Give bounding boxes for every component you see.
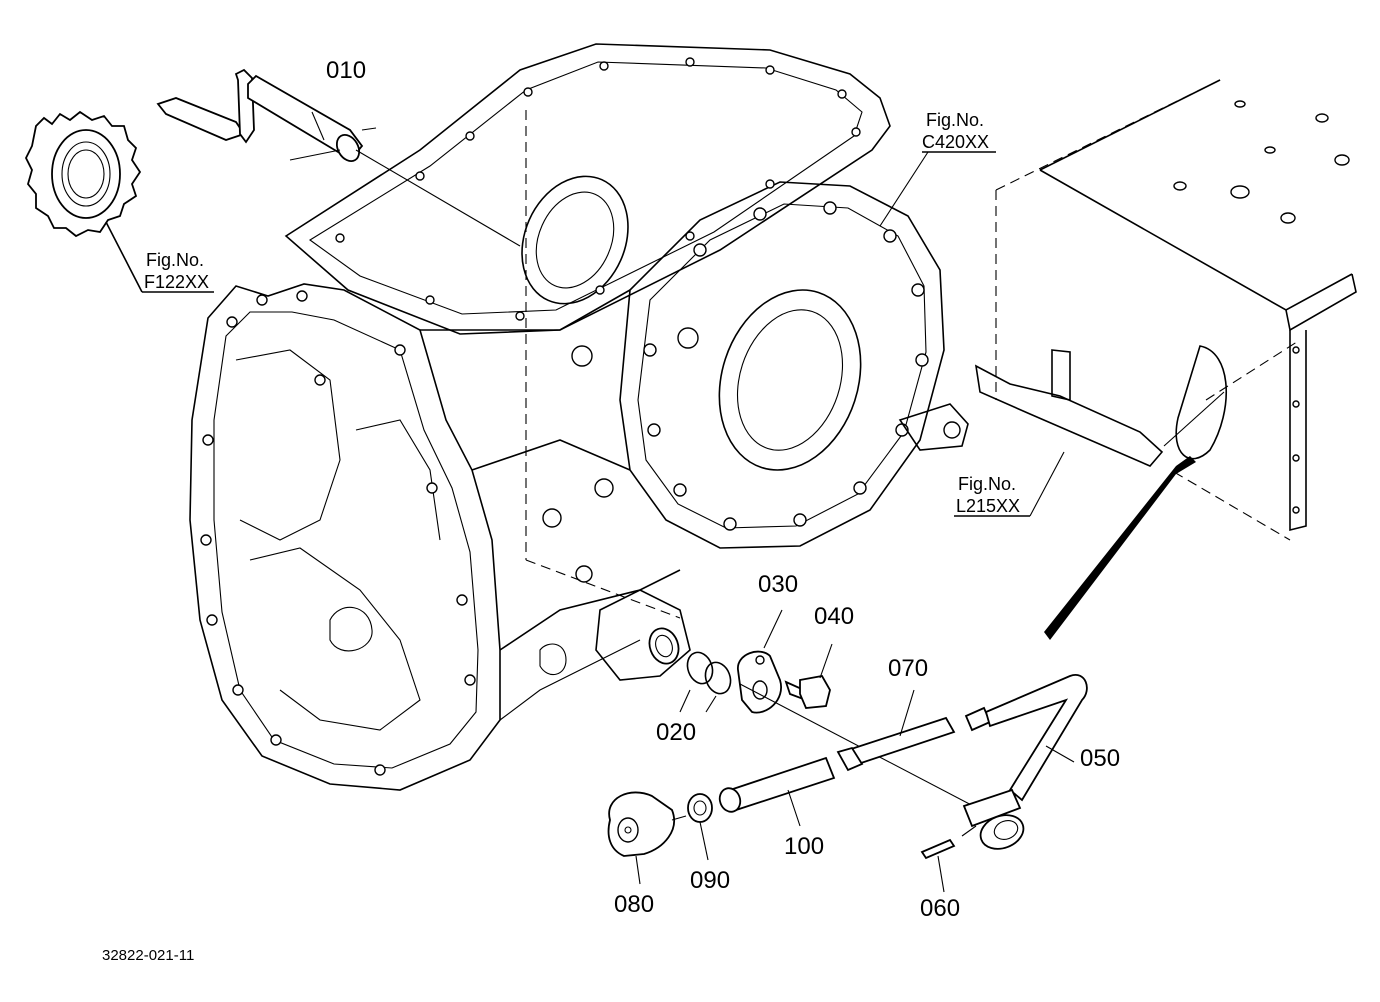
fig-ref-l215-line1: Fig.No. [958, 474, 1016, 494]
tractor-body-section [974, 79, 1357, 640]
label-030: 030 [758, 571, 798, 598]
fig-ref-c420-line2: C420XX [922, 132, 989, 152]
part-060-pin [920, 825, 977, 893]
hidden-lines [525, 79, 1301, 619]
rear-flange-holes [542, 201, 961, 583]
label-070: 070 [888, 655, 928, 682]
label-060: 060 [920, 895, 960, 922]
part-100-pipe [718, 756, 836, 827]
fig-ref-f122-line2: F122XX [144, 272, 209, 292]
gear-part [24, 110, 214, 293]
label-040: 040 [814, 603, 854, 630]
fig-ref-c420-line1: Fig.No. [926, 110, 984, 130]
view-arrow [1044, 456, 1196, 640]
label-010: 010 [326, 57, 366, 84]
label-020: 020 [656, 719, 696, 746]
part-070-hose [836, 689, 992, 772]
part-030-flange-plate [737, 609, 783, 714]
part-050-bent-lever [962, 674, 1088, 850]
part-020-o-rings [679, 651, 732, 713]
part-040-bolt [739, 643, 1001, 821]
part-090-nut [687, 793, 713, 861]
label-100: 100 [784, 833, 824, 860]
label-090: 090 [690, 867, 730, 894]
front-flange-holes [200, 290, 476, 776]
drawing-code: 32822-021-11 [102, 947, 194, 964]
part-010-shift-shaft [156, 68, 521, 247]
transmission-case [189, 43, 969, 791]
label-050: 050 [1080, 745, 1120, 772]
fig-ref-f122-line1: Fig.No. [146, 250, 204, 270]
label-080: 080 [614, 891, 654, 918]
top-cover-holes [335, 57, 861, 321]
fig-ref-l215-line2: L215XX [956, 496, 1020, 516]
part-080-cap [607, 791, 687, 885]
